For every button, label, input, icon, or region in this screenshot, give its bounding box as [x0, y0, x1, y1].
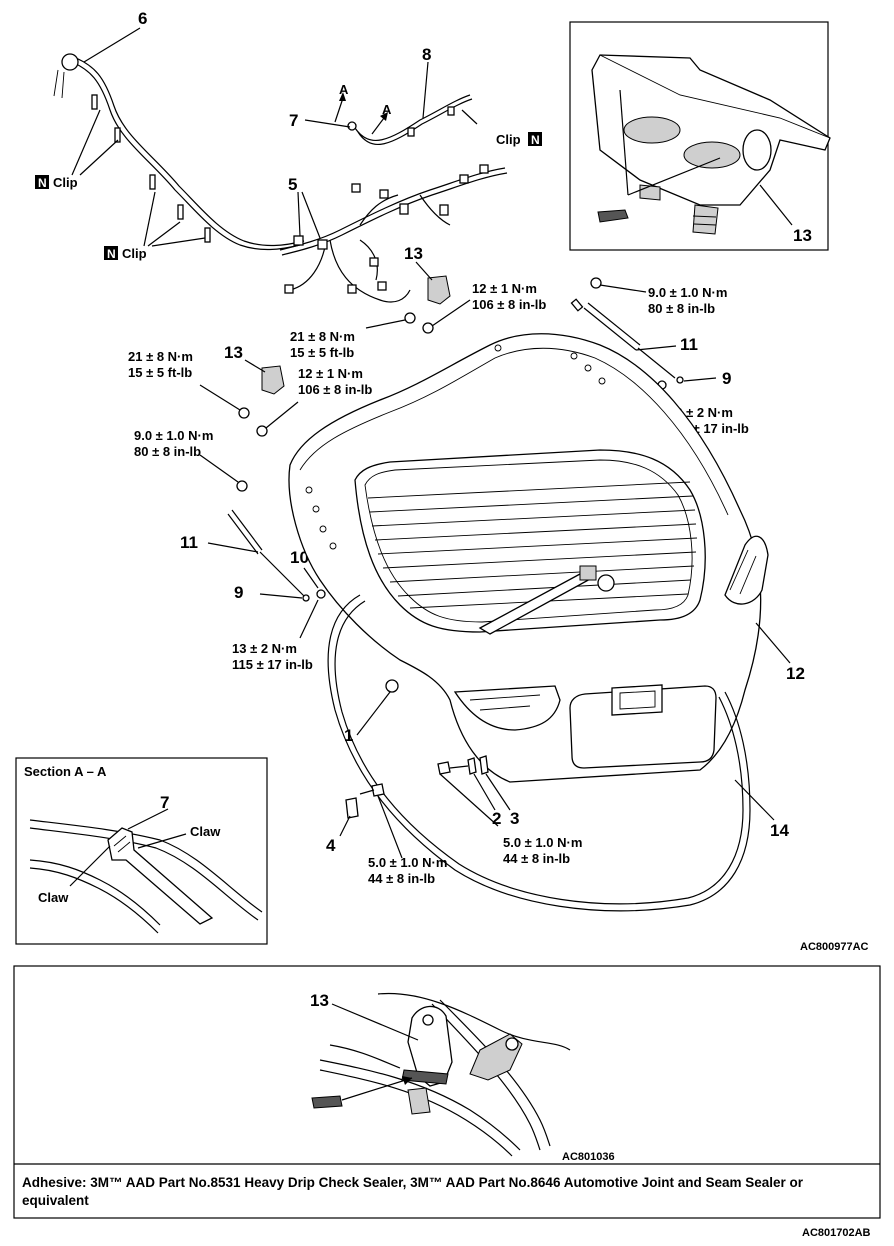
svg-text:N: N [531, 133, 540, 147]
label-11-right: 11 [680, 335, 698, 354]
fasteners-2-3 [437, 755, 511, 827]
label-11-left: 11 [180, 533, 198, 552]
torque-left-latch-12-nm: 12 ± 1 N·m [298, 366, 363, 381]
torque-fastener-4-inlb: 44 ± 8 in-lb [368, 871, 435, 886]
label-6: 6 [138, 9, 147, 28]
torque-fastener-4-nm: 5.0 ± 1.0 N·m [368, 855, 447, 870]
claw-label-left: Claw [38, 890, 69, 905]
n-clip-label-upper: N Clip [35, 109, 119, 190]
label-4: 4 [326, 836, 336, 855]
svg-text:Clip: Clip [122, 246, 147, 261]
harness-5 [279, 164, 508, 303]
torque-upper-latch-12-inlb: 106 ± 8 in-lb [472, 297, 546, 312]
label-13-inset: 13 [793, 226, 812, 245]
label-13-upper: 13 [404, 244, 423, 263]
n-clip-label-lower: N Clip [104, 191, 206, 261]
tailgate-body [288, 333, 791, 783]
claw-label-right: Claw [190, 824, 221, 839]
torque-left-strut-9-inlb: 80 ± 8 in-lb [134, 444, 201, 459]
label-5: 5 [288, 175, 297, 194]
inset-latch-illustration [591, 54, 831, 235]
weatherstrip-14 [327, 594, 775, 912]
svg-text:Clip: Clip [496, 132, 521, 147]
label-7-harness: 7 [289, 111, 298, 130]
torque-upper-latch-21-ftlb: 15 ± 5 ft-lb [290, 345, 354, 360]
latch-13-upper [365, 261, 471, 334]
bumper-1 [356, 691, 391, 736]
section-aa-illustration [29, 808, 263, 934]
detail-sealer-illustration [311, 992, 571, 1157]
section-arrow-a-2: A [371, 102, 392, 135]
svg-text:N: N [107, 247, 116, 261]
torque-left-strut-13-nm: 13 ± 2 N·m [232, 641, 297, 656]
label-3: 3 [510, 809, 519, 828]
torque-fastener-2-3-nm: 5.0 ± 1.0 N·m [503, 835, 582, 850]
label-2: 2 [492, 809, 501, 828]
torque-left-strut-13-inlb: 115 ± 17 in-lb [232, 657, 313, 672]
label-13-detail: 13 [310, 991, 329, 1010]
section-aa-title: Section A – A [24, 764, 107, 779]
svg-text:A: A [339, 82, 349, 97]
detail-frame [13, 965, 881, 1219]
torque-left-strut-9-nm: 9.0 ± 1.0 N·m [134, 428, 213, 443]
fastener-4 [339, 783, 403, 859]
section-arrow-a-1: A [334, 82, 349, 123]
label-9-right: 9 [722, 369, 731, 388]
torque-upper-latch-12-nm: 12 ± 1 N·m [472, 281, 537, 296]
label-8: 8 [422, 45, 431, 64]
torque-left-latch-12-inlb: 106 ± 8 in-lb [298, 382, 372, 397]
label-10-left: 10 [290, 548, 309, 567]
section-aa-frame [15, 757, 268, 945]
torque-left-latch-21-ftlb: 15 ± 5 ft-lb [128, 365, 192, 380]
adhesive-note: Adhesive: 3M™ AAD Part No.8531 Heavy Dri… [22, 1175, 804, 1208]
torque-right-strut-9-inlb: 80 ± 8 in-lb [648, 301, 715, 316]
n-clip-label-right: Clip N [496, 132, 542, 147]
torque-right-strut-9-nm: 9.0 ± 1.0 N·m [648, 285, 727, 300]
harness-8 [347, 61, 478, 146]
gas-strut-left [199, 454, 326, 639]
svg-text:N: N [38, 176, 47, 190]
label-13-left: 13 [224, 343, 243, 362]
harness-6 [53, 27, 305, 251]
label-14: 14 [770, 821, 789, 840]
label-12: 12 [786, 664, 805, 683]
latch-13-left [199, 359, 299, 437]
torque-fastener-2-3-inlb: 44 ± 8 in-lb [503, 851, 570, 866]
code-page: AC801702AB [802, 1227, 871, 1239]
label-1: 1 [344, 726, 353, 745]
label-7-section: 7 [160, 793, 169, 812]
torque-left-latch-21-nm: 21 ± 8 N·m [128, 349, 193, 364]
code-main: AC800977AC [800, 941, 869, 953]
svg-text:Clip: Clip [53, 175, 78, 190]
svg-text:A: A [382, 102, 392, 117]
label-9-left: 9 [234, 583, 243, 602]
torque-upper-latch-21-nm: 21 ± 8 N·m [290, 329, 355, 344]
code-detail: AC801036 [562, 1151, 615, 1163]
